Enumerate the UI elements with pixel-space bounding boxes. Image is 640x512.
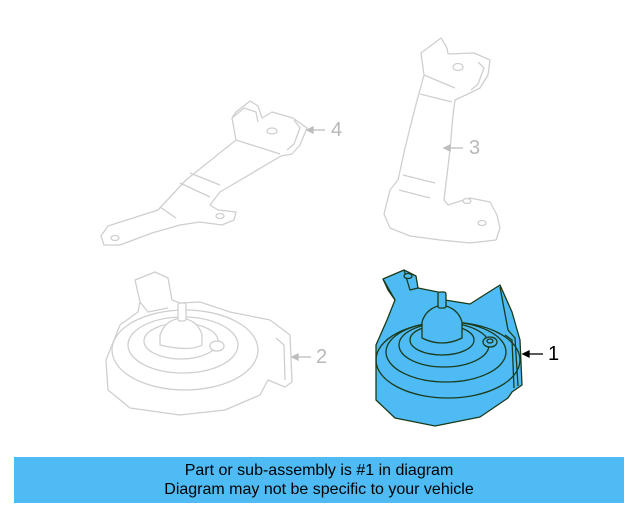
banner-line-1: Part or sub-assembly is #1 in diagram — [184, 462, 454, 479]
callout-3: 3 — [469, 137, 481, 159]
part-4-bracket — [100, 100, 308, 246]
part-2-horn — [105, 271, 293, 416]
part-1-horn — [375, 269, 523, 427]
part-3-bracket — [383, 37, 501, 244]
info-banner: Part or sub-assembly is #1 in diagram Di… — [14, 457, 624, 503]
leader-arrows — [290, 125, 543, 362]
callout-1: 1 — [548, 343, 560, 365]
banner-line-2: Diagram may not be specific to your vehi… — [164, 481, 474, 498]
callout-2: 2 — [316, 346, 328, 368]
callout-4: 4 — [331, 119, 343, 141]
parts-diagram: 4 3 2 1 — [100, 37, 560, 427]
